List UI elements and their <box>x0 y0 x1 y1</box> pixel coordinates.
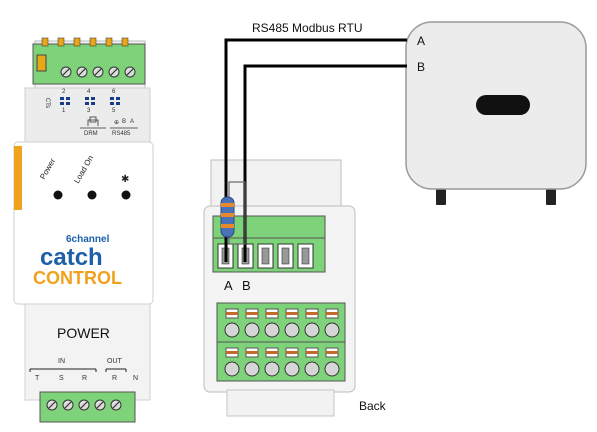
terminal-screw <box>284 322 300 338</box>
meter-terminal-a: A <box>224 278 233 293</box>
terminal-tab-stripe <box>226 351 238 354</box>
in-out-diagram <box>29 368 127 372</box>
termination-resistor <box>220 181 246 245</box>
meter-back-device <box>203 159 356 417</box>
ct-number-6: 6 <box>112 89 116 95</box>
back-label: Back <box>359 399 386 413</box>
term-s: S <box>59 375 64 382</box>
inverter-terminal-b: B <box>417 60 426 74</box>
terminal-tab-stripe <box>246 351 258 354</box>
terminal-screw <box>304 361 320 377</box>
ct-number-3: 3 <box>87 108 91 114</box>
bus-label: RS485 Modbus RTU <box>252 21 363 35</box>
brand-top: 6channel <box>66 234 110 245</box>
orange-side-strip <box>14 146 22 210</box>
meter-terminal-b: B <box>242 278 251 293</box>
in-label: IN <box>58 358 65 365</box>
terminal-tab-stripe <box>246 312 258 315</box>
bluetooth-led <box>121 190 131 200</box>
inverter-terminal-a: A <box>417 34 426 48</box>
inverter-device <box>405 21 587 205</box>
bluetooth-icon: ✱ <box>121 174 130 185</box>
drm-label: DRM <box>84 131 98 137</box>
ct-number-4: 4 <box>87 89 91 95</box>
load-on-led <box>87 190 97 200</box>
terminal-tab-stripe <box>306 351 318 354</box>
term-r-in: R <box>82 375 88 382</box>
terminal-screw <box>264 322 280 338</box>
power-terminal-block <box>216 302 346 382</box>
terminal-tab-stripe <box>266 312 278 315</box>
power-label: POWER <box>57 325 110 341</box>
ct-number-1: 1 <box>62 108 66 114</box>
rs485-label: RS485 <box>112 131 131 137</box>
terminal-screw <box>324 322 340 338</box>
drm-rs485-lines <box>80 116 138 129</box>
catch-control-device <box>13 37 154 423</box>
terminal-tab-stripe <box>326 312 338 315</box>
terminal-screw <box>244 361 260 377</box>
terminal-screw <box>324 361 340 377</box>
ct-number-5: 5 <box>112 108 116 114</box>
terminal-tab-stripe <box>286 312 298 315</box>
terminal-screw <box>244 322 260 338</box>
terminal-screw <box>264 361 280 377</box>
terminal-tab-stripe <box>266 351 278 354</box>
terminal-screw <box>284 361 300 377</box>
term-n: N <box>133 375 139 382</box>
terminal-tab-stripe <box>226 312 238 315</box>
inverter-display-slot <box>476 95 530 115</box>
power-led <box>53 190 63 200</box>
ct-connector-diagram <box>60 97 120 105</box>
rs485-pin-b: B <box>122 119 127 125</box>
term-r-out: R <box>112 375 118 382</box>
out-label: OUT <box>107 358 122 365</box>
top-terminal-block <box>32 37 146 85</box>
terminal-tab-stripe <box>286 351 298 354</box>
terminal-screw <box>224 361 240 377</box>
rs485-pin-a: A <box>130 119 135 125</box>
terminal-tab-stripe <box>306 312 318 315</box>
terminal-screw <box>224 322 240 338</box>
terminal-tab-stripe <box>326 351 338 354</box>
wire-a <box>224 38 407 262</box>
brand-control: CONTROL <box>33 268 122 288</box>
brand-catch: catch <box>40 244 103 271</box>
terminal-screw <box>304 322 320 338</box>
rs485-pin-plus: ⊕ <box>114 120 120 126</box>
ct-label: CTs <box>44 97 51 109</box>
term-t: T <box>35 375 40 382</box>
ct-number-2: 2 <box>62 89 66 95</box>
